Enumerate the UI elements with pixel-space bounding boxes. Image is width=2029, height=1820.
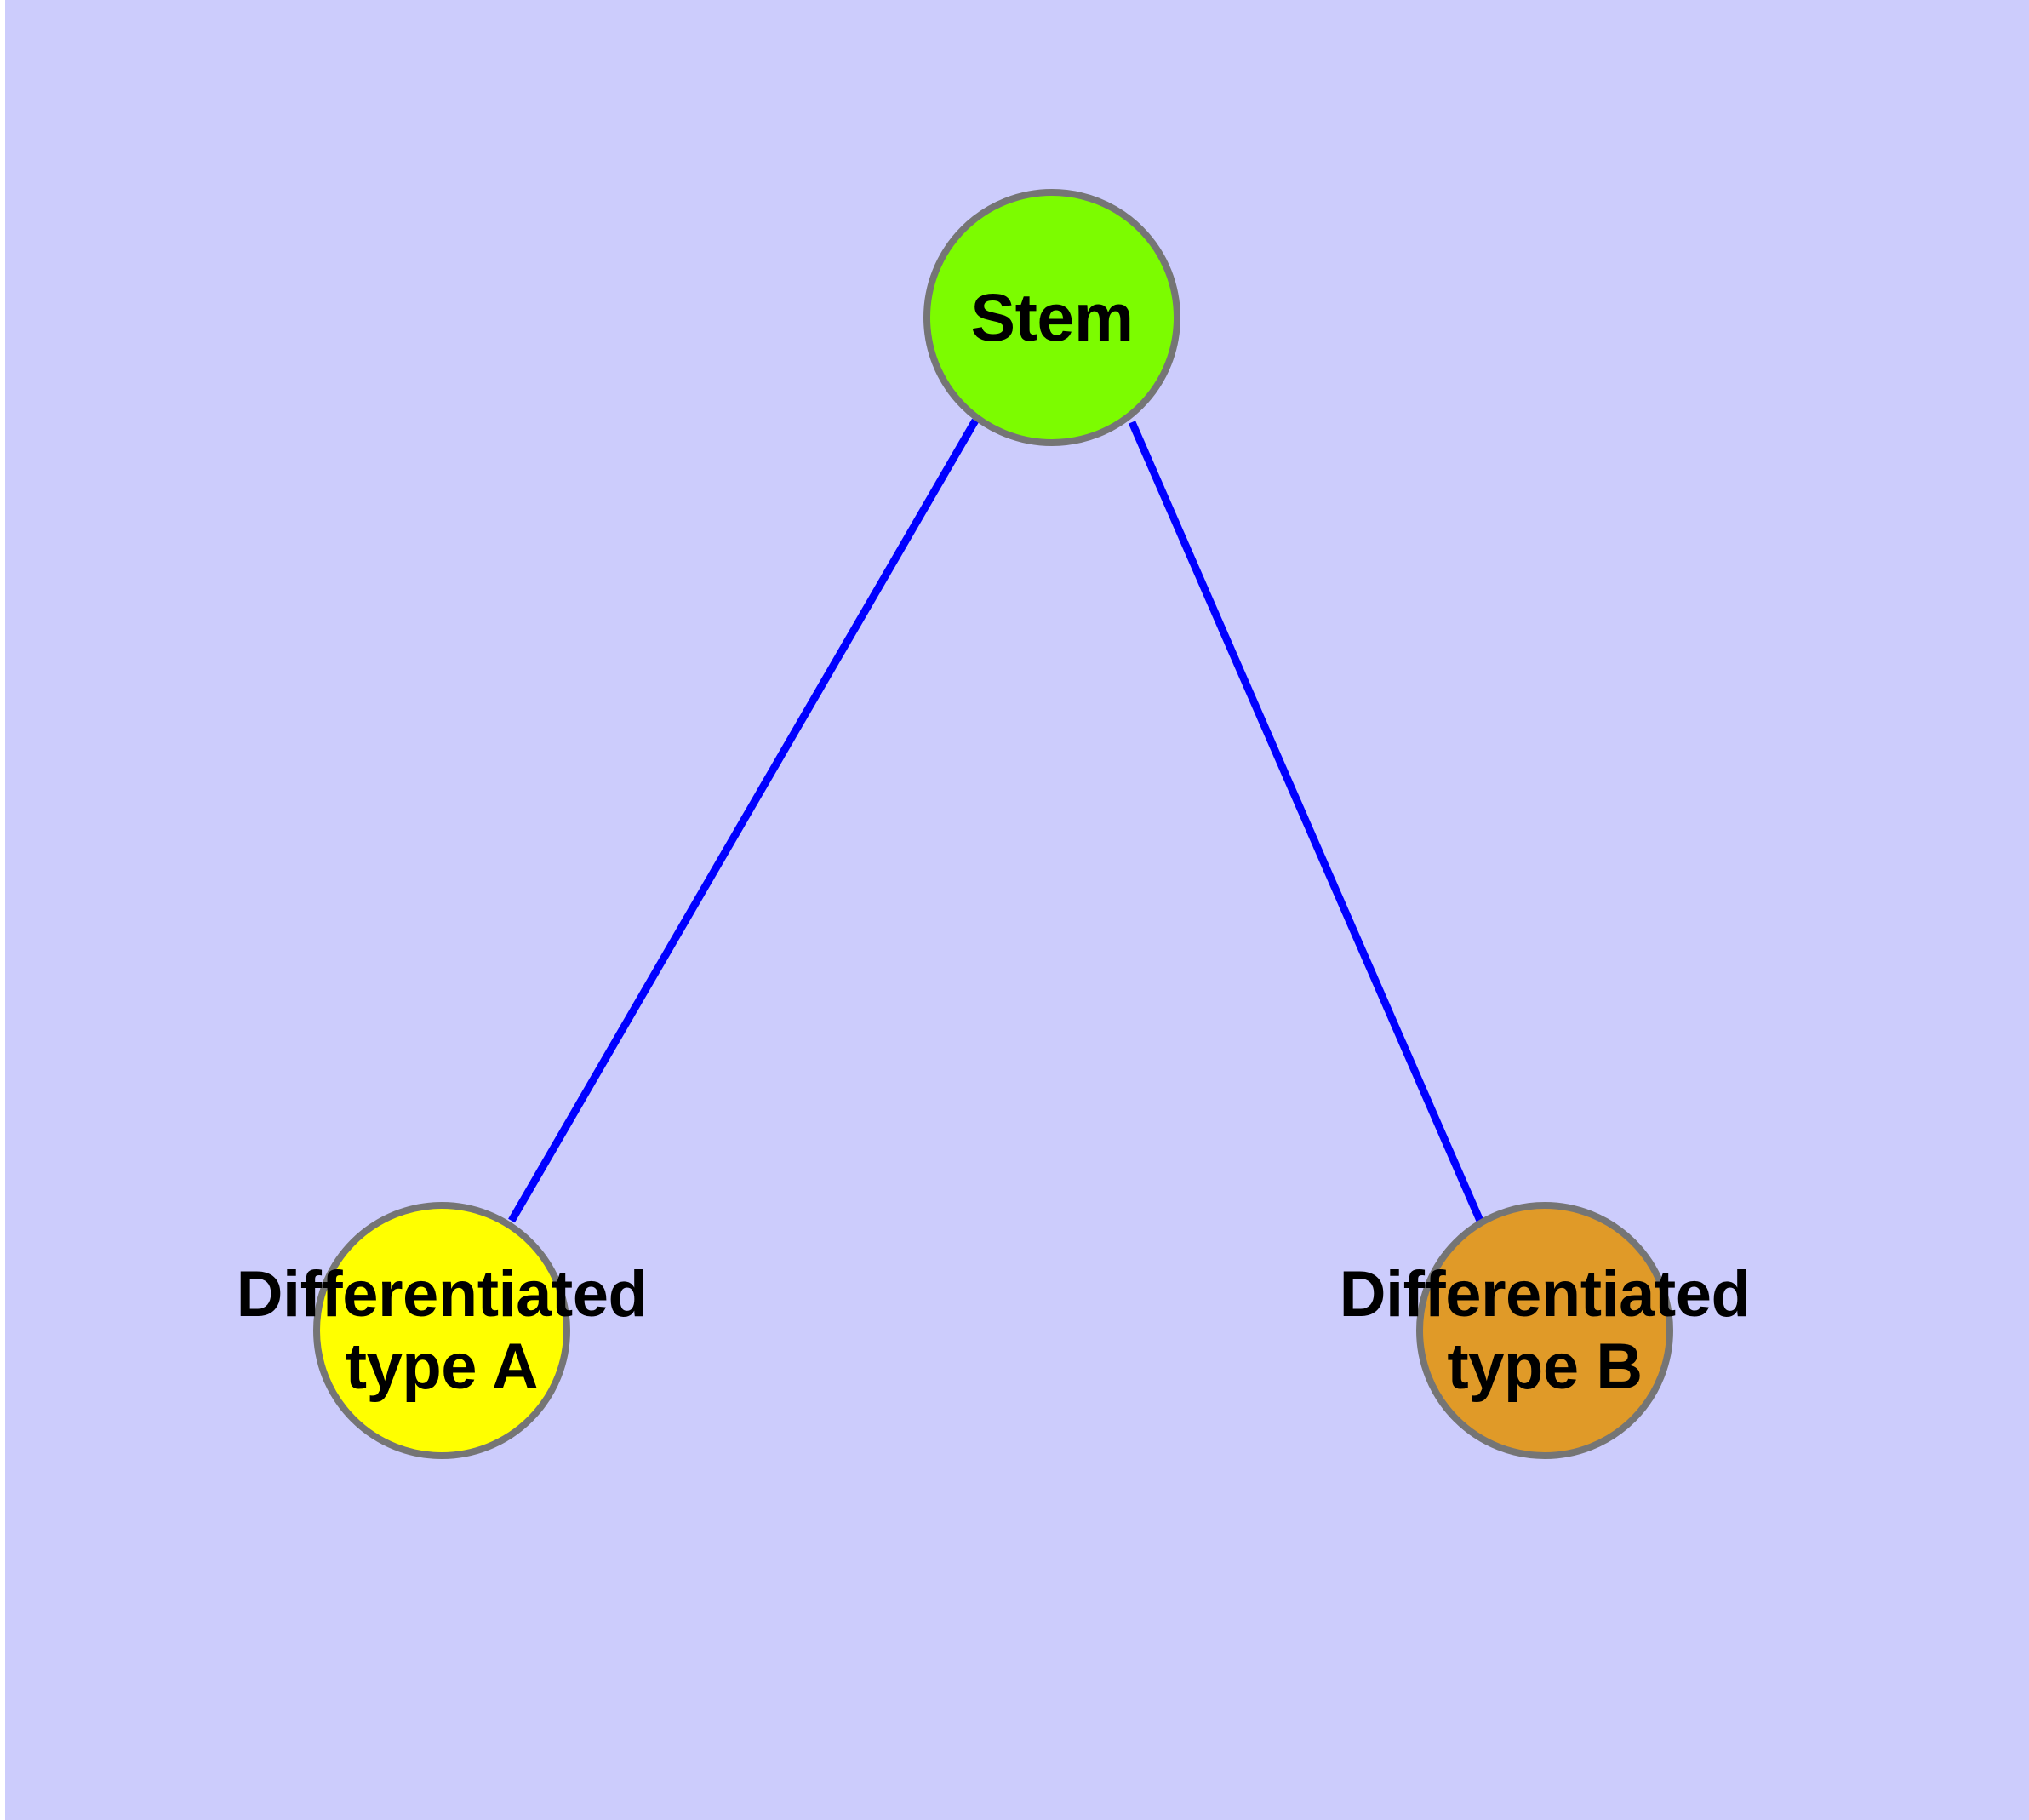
edge-layer	[508, 418, 1484, 1223]
node-layer	[313, 189, 1673, 1459]
edge-stem-to-diff-a	[508, 418, 979, 1223]
edge-stem-to-diff-b	[1128, 421, 1484, 1222]
node-differentiated-type-a[interactable]	[313, 1202, 570, 1459]
node-stem[interactable]	[923, 189, 1180, 446]
node-differentiated-type-b[interactable]	[1416, 1202, 1673, 1459]
